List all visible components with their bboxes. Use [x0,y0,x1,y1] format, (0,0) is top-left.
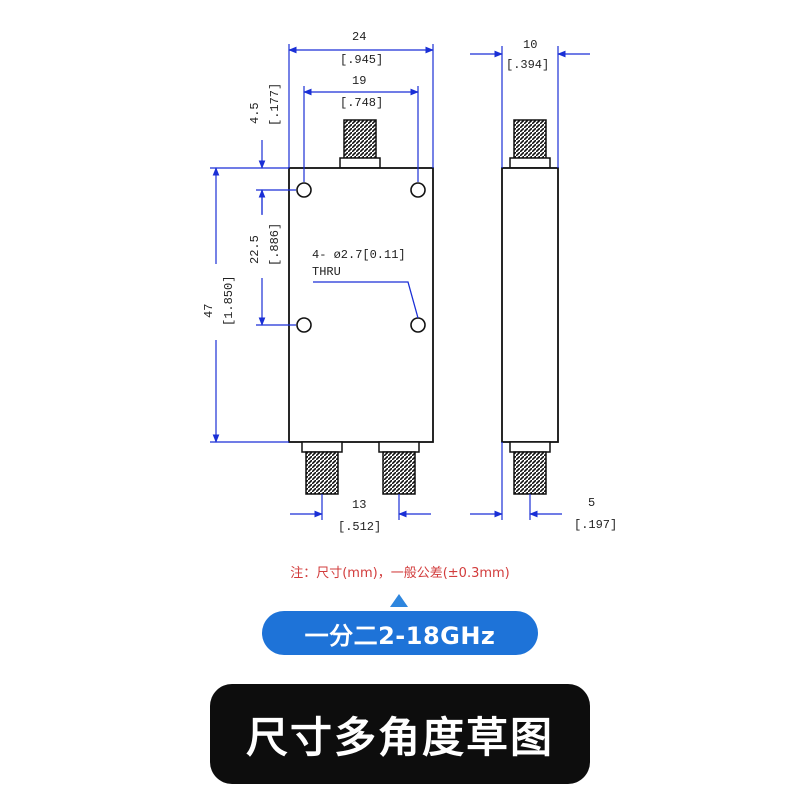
dim-edge-offset-inch: [.177] [268,83,282,126]
side-view [501,119,559,495]
dim-side-width-inch: [.394] [506,58,549,72]
frequency-badge: 一分二2-18GHz [262,611,538,655]
dim-port-spacing-inch: [.512] [338,520,381,534]
splitter-body [288,167,434,443]
tolerance-note: 注：尺寸(mm)，一般公差(±0.3mm) [290,566,510,581]
dim-hole-vertical-inch: [.886] [268,223,282,266]
hole-note-line2: THRU [312,265,341,279]
dim-port-spacing: 13 [352,498,366,512]
dim-side-offset: 5 [588,496,595,510]
dim-top-width-inch: [.945] [340,53,383,67]
dim-hole-vertical: 22.5 [248,235,262,264]
dim-height: 47 [202,304,216,318]
title-banner: 尺寸多角度草图 [210,684,590,784]
bottom-connector-right [378,441,420,495]
dim-height-inch: [1.850] [222,276,236,326]
dim-top-width: 24 [352,30,366,44]
mounting-hole [296,182,312,198]
dim-side-offset-inch: [.197] [574,518,617,532]
technical-drawing: 4- ø2.7[0.11] THRU 24 [.945] 19 [.748] [202,30,617,534]
dimension-lines [210,44,434,520]
side-body [501,167,559,443]
mounting-hole [296,317,312,333]
mounting-hole [410,317,426,333]
dim-hole-spacing: 19 [352,74,366,88]
triangle-up-icon [390,594,408,607]
top-connector [339,119,381,169]
bottom-connector-left [301,441,343,495]
hole-note-leader [313,281,419,319]
title-banner-label: 尺寸多角度草图 [245,712,554,762]
dim-side-width: 10 [523,38,537,52]
frequency-badge-label: 一分二2-18GHz [304,621,496,650]
side-dimension-lines [470,46,590,520]
dim-edge-offset: 4.5 [248,102,262,124]
dim-hole-spacing-inch: [.748] [340,96,383,110]
front-view: 4- ø2.7[0.11] THRU [288,119,434,495]
hole-note-line1: 4- ø2.7[0.11] [312,248,406,262]
mounting-hole [410,182,426,198]
